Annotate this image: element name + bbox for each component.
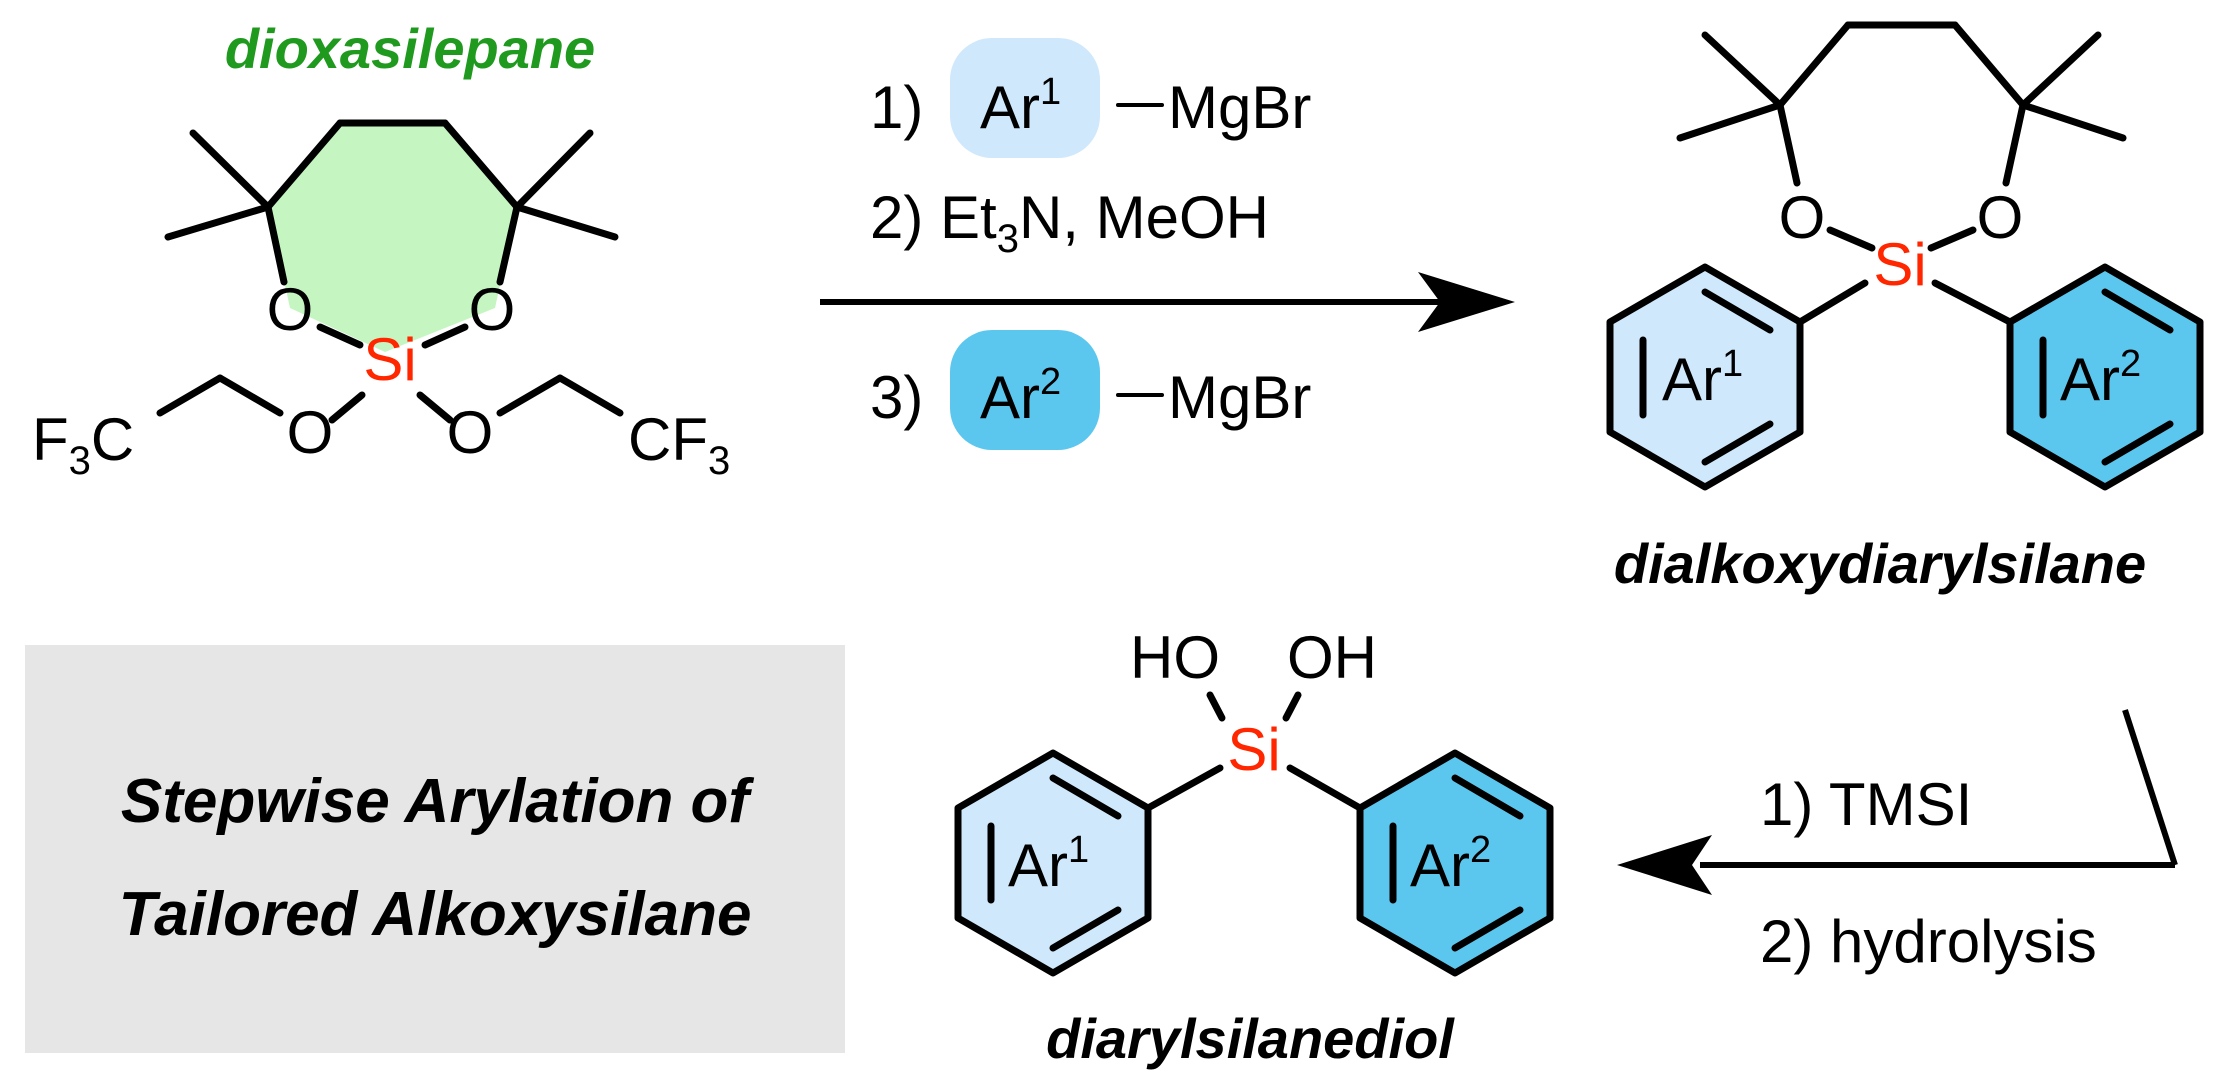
reverse-arrow-head bbox=[1617, 835, 1712, 895]
ar2-label: Ar2 bbox=[2060, 343, 2141, 413]
reverse-reaction-arrow: 1) TMSI 2) hydrolysis bbox=[1617, 709, 2178, 975]
reagent-step3: 3) bbox=[870, 364, 923, 431]
hydroxyl-left: HO bbox=[1130, 624, 1220, 691]
trifluoromethyl-left: F3C bbox=[32, 406, 134, 483]
dioxasilepane-ring-fill bbox=[268, 123, 517, 352]
alkoxy-oxygen-right: O bbox=[447, 399, 494, 466]
diol-ar1-label: Ar1 bbox=[1008, 829, 1089, 899]
dialkoxydiarylsilane-label: dialkoxydiarylsilane bbox=[1614, 532, 2146, 595]
ar1-highlight-top bbox=[950, 38, 1100, 158]
reagent-hydrolysis: 2) hydrolysis bbox=[1760, 908, 2097, 975]
title-line-1: Stepwise Arylation of bbox=[121, 767, 754, 836]
dioxasilepane-label: dioxasilepane bbox=[225, 17, 595, 80]
alkoxy-oxygen-left: O bbox=[287, 399, 334, 466]
reagent-step1-mgbr: MgBr bbox=[1168, 74, 1311, 141]
dialkoxydiarylsilane-structure: O O Si Ar1 Ar2 dialkoxydiarylsilane bbox=[1606, 21, 2204, 595]
title-line-2: Tailored Alkoxysilane bbox=[119, 880, 752, 949]
forward-reagents: 1) Ar1 MgBr 2) Et3N, MeOH 3) Ar2 MgBr bbox=[820, 38, 1515, 450]
reagent-step1: 1) bbox=[870, 74, 923, 141]
ar1-label: Ar1 bbox=[1662, 343, 1743, 413]
silicon-atom: Si bbox=[363, 326, 416, 393]
reagent-step3-mgbr: MgBr bbox=[1168, 364, 1311, 431]
ar2-highlight-top bbox=[950, 330, 1100, 450]
reagent-step3-ar: Ar2 bbox=[980, 361, 1061, 431]
diarylsilanediol-label: diarylsilanediol bbox=[1046, 1007, 1455, 1070]
hydroxyl-right: OH bbox=[1287, 624, 1377, 691]
reagent-step1-ar: Ar1 bbox=[980, 71, 1061, 141]
diol-silicon-atom: Si bbox=[1227, 716, 1280, 783]
ring-oxygen-left: O bbox=[267, 276, 314, 343]
reagent-tmsi: 1) TMSI bbox=[1760, 771, 1972, 838]
dioxasilepane-structure: dioxasilepane O O Si O O F3C CF3 bbox=[32, 17, 730, 483]
ring-oxygen-right: O bbox=[469, 276, 516, 343]
product-oxygen-right: O bbox=[1977, 184, 2024, 251]
title-box: Stepwise Arylation of Tailored Alkoxysil… bbox=[25, 645, 845, 1053]
product-silicon-atom: Si bbox=[1873, 231, 1926, 298]
product-oxygen-left: O bbox=[1779, 184, 1826, 251]
diarylsilanediol-structure: HO OH Si Ar1 Ar2 diarylsilanediol bbox=[954, 624, 1554, 1070]
trifluoromethyl-right: CF3 bbox=[628, 406, 730, 483]
reagent-step2: 2) Et3N, MeOH bbox=[870, 184, 1269, 261]
diol-ar2-label: Ar2 bbox=[1410, 829, 1491, 899]
forward-arrow-head bbox=[1418, 272, 1515, 332]
